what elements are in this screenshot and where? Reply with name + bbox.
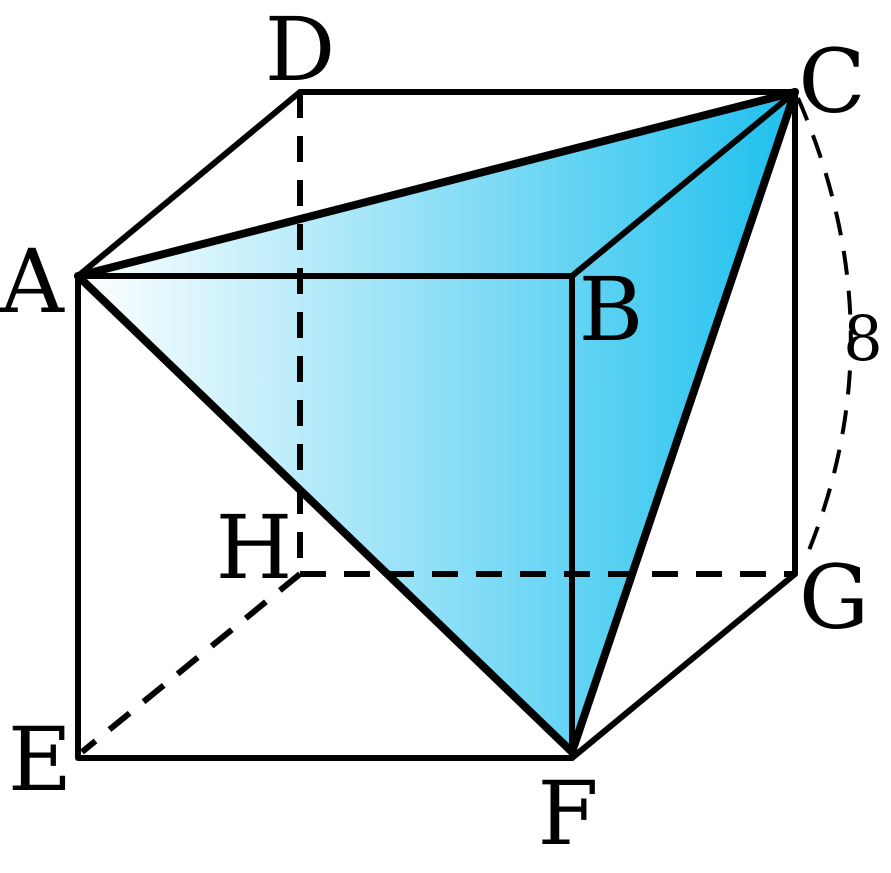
vertex-label-g: G [799,546,869,649]
dimension-arc-cg [796,97,853,561]
edge-bc [569,89,798,279]
edge-ad [75,89,303,279]
triangle-acf-face [78,92,795,752]
vertex-label-f: F [537,762,598,865]
vertex-label-a: A [0,230,65,333]
vertex-label-b: B [579,258,644,361]
edge-he-hidden [80,571,302,755]
vertex-label-e: E [8,708,72,811]
edge-fg [569,571,798,761]
vertex-label-d: D [265,0,336,101]
segment-af [74,272,576,756]
segment-cf [568,88,799,756]
vertex-label-c: C [798,30,865,133]
segment-ac [74,88,799,280]
vertex-label-h: H [216,496,293,599]
edge-length-label: 8 [843,302,882,375]
